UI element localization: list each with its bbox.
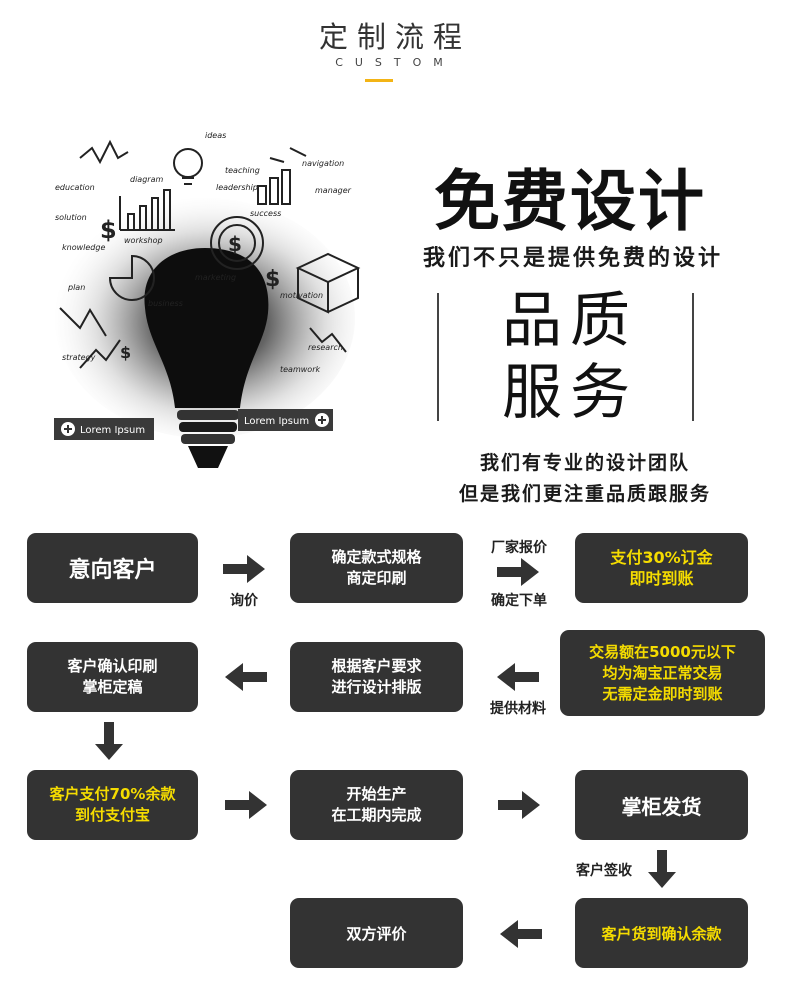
doodle-word: knowledge: [62, 243, 105, 252]
doodle-word: ideas: [205, 131, 226, 140]
lightbulb-illustration: $ $ $ $ ideas teaching leadership succes…: [54, 131, 361, 468]
step-under-5000-note: 交易额在5000元以下 均为淘宝正常交易 无需定金即时到账: [560, 630, 765, 716]
doodle-word: leadership: [216, 183, 258, 192]
doodle-word: research: [308, 343, 343, 352]
doodle-word: teaching: [225, 166, 260, 175]
arrow-right-icon: [498, 791, 540, 819]
step-text: 客户支付70%余款: [49, 785, 176, 803]
arrow-right-icon: [225, 791, 267, 819]
doodle-word: manager: [315, 186, 352, 195]
step-text: 即时到账: [629, 569, 694, 588]
doodle-word: business: [148, 299, 183, 308]
title-accent-line: [365, 79, 393, 82]
lorem-badge-right: Lorem Ipsum: [238, 409, 333, 431]
svg-text:$: $: [120, 343, 131, 362]
step-text: 双方评价: [346, 924, 407, 943]
step-text: 支付30%订金: [610, 548, 713, 567]
step-text: 到付支付宝: [74, 806, 150, 824]
lorem-left-label: Lorem Ipsum: [80, 425, 145, 436]
step-text: 均为淘宝正常交易: [602, 663, 723, 682]
quality-line: 品质: [502, 286, 638, 356]
doodle-word: plan: [67, 283, 85, 292]
arrow-left-icon: [497, 663, 539, 691]
arrow-left-icon: [500, 920, 542, 948]
step-shipping: 掌柜发货: [575, 770, 748, 840]
step-text: 开始生产: [346, 785, 407, 803]
divider-left: [437, 293, 439, 421]
doodle-word: navigation: [302, 159, 344, 168]
lorem-right-label: Lorem Ipsum: [244, 416, 309, 427]
service-line: 服务: [502, 358, 638, 428]
step-pay-deposit: 支付30%订金 即时到账: [575, 533, 748, 603]
arrow-right-icon: [497, 558, 539, 586]
step-design-layout: 根据客户要求 进行设计排版: [290, 642, 463, 712]
step-text: 确定款式规格: [331, 548, 422, 566]
divider-right: [692, 293, 694, 421]
doodle-word: motivation: [280, 291, 323, 300]
step-text: 掌柜定稿: [82, 678, 143, 696]
page-subtitle: CUSTOM: [335, 56, 455, 69]
step-text: 在工期内完成: [331, 806, 422, 824]
step-text: 无需定金即时到账: [602, 684, 723, 703]
arrow-right-icon: [223, 555, 265, 583]
step-customer-confirm-print: 客户确认印刷 掌柜定稿: [27, 642, 198, 712]
step-text: 客户货到确认余款: [601, 924, 722, 943]
team-line-1: 我们有专业的设计团队: [479, 452, 690, 474]
label-factory-quote: 厂家报价: [491, 540, 547, 556]
step-text: 商定印刷: [346, 569, 407, 587]
doodle-word: marketing: [195, 273, 236, 282]
step-mutual-review: 双方评价: [290, 898, 463, 968]
svg-text:$: $: [228, 232, 242, 256]
label-confirm-order: 确定下单: [491, 593, 547, 609]
step-confirm-spec: 确定款式规格 商定印刷: [290, 533, 463, 603]
svg-text:$: $: [265, 267, 280, 292]
free-design-subheading: 我们不只是提供免费的设计: [422, 246, 723, 271]
page-title: 定制流程: [318, 20, 471, 54]
step-text: 交易额在5000元以下: [589, 642, 736, 661]
step-text: 根据客户要求: [331, 657, 422, 675]
quality-service-heading: 品质 服务: [460, 285, 680, 429]
step-text: 掌柜发货: [621, 794, 702, 819]
arrow-left-icon: [225, 663, 267, 691]
step-text: 客户确认印刷: [67, 657, 158, 675]
label-inquiry: 询价: [230, 593, 258, 609]
team-line-2: 但是我们更注重品质跟服务: [458, 483, 711, 505]
label-sign-receipt: 客户签收: [576, 863, 632, 879]
free-design-heading: 免费设计: [434, 163, 706, 240]
step-start-production: 开始生产 在工期内完成: [290, 770, 463, 840]
step-text: 进行设计排版: [331, 678, 422, 696]
step-text: 意向客户: [68, 558, 157, 583]
label-provide-material: 提供材料: [490, 701, 546, 717]
doodle-word: solution: [55, 213, 87, 222]
doodle-word: workshop: [124, 236, 163, 245]
arrow-down-icon: [648, 850, 676, 888]
arrow-down-icon: [95, 722, 123, 760]
step-intent-customer: 意向客户: [27, 533, 198, 603]
doodle-word: strategy: [62, 353, 96, 362]
doodle-word: teamwork: [280, 365, 320, 374]
lorem-badge-left: Lorem Ipsum: [54, 418, 154, 440]
doodle-word: success: [250, 209, 281, 218]
svg-text:$: $: [100, 216, 117, 244]
doodle-word: diagram: [130, 175, 163, 184]
step-confirm-balance: 客户货到确认余款: [575, 898, 748, 968]
step-pay-balance: 客户支付70%余款 到付支付宝: [27, 770, 198, 840]
doodle-word: education: [55, 183, 95, 192]
